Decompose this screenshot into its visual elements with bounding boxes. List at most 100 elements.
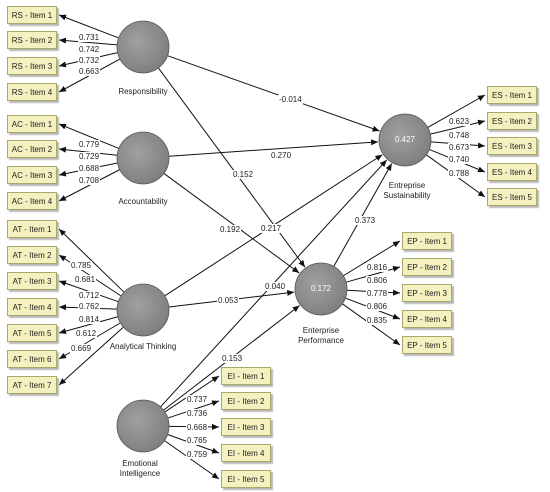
indicator-at-item-6[interactable]: AT - Item 6	[7, 350, 57, 368]
indicator-rs-item-4[interactable]: RS - Item 4	[7, 83, 57, 101]
indicator-es-item-2[interactable]: ES - Item 2	[487, 112, 537, 130]
path-arrow-rs-es	[167, 55, 380, 132]
loading-value-at-2: 0.681	[74, 275, 97, 284]
indicator-at-item-5[interactable]: AT - Item 5	[7, 324, 57, 342]
loading-value-es-5: 0.788	[448, 169, 471, 178]
indicator-es-item-1[interactable]: ES - Item 1	[487, 86, 537, 104]
loading-value-at-1: 0.785	[70, 261, 93, 270]
loading-value-rs-1: 0.731	[78, 33, 101, 42]
loading-arrow-rs-2	[58, 37, 118, 46]
path-arrow-ac-es	[168, 139, 379, 157]
path-coefficient-rs-ep: 0.152	[232, 170, 255, 179]
path-arrow-ac-ep	[163, 173, 300, 274]
construct-label-enterprise-sustainability: Entreprise Sustainability	[383, 181, 431, 200]
construct-label-accountability: Accountability	[118, 197, 168, 206]
construct-enterprise-performance[interactable]	[294, 262, 348, 316]
indicator-ep-item-5[interactable]: EP - Item 5	[402, 336, 452, 354]
indicator-es-item-4[interactable]: ES - Item 4	[487, 163, 537, 181]
indicator-ep-item-4[interactable]: EP - Item 4	[402, 310, 452, 328]
indicator-rs-item-2[interactable]: RS - Item 2	[7, 31, 57, 49]
loading-value-ep-2: 0.806	[366, 276, 389, 285]
path-coefficient-ep-es: 0.373	[354, 216, 377, 225]
indicator-rs-item-1[interactable]: RS - Item 1	[7, 6, 57, 24]
path-coefficient-at-ep: 0.053	[217, 296, 240, 305]
path-arrow-ep-es	[333, 163, 393, 267]
indicator-ei-item-5[interactable]: EI - Item 5	[221, 470, 271, 488]
loading-value-es-1: 0.623	[448, 117, 471, 126]
loading-value-ac-2: 0.729	[78, 152, 101, 161]
loading-value-rs-3: 0.732	[78, 56, 101, 65]
indicator-rs-item-3[interactable]: RS - Item 3	[7, 57, 57, 75]
loading-value-es-2: 0.748	[448, 131, 471, 140]
path-coefficient-rs-es: -0.014	[278, 95, 303, 104]
construct-emotional-intelligence[interactable]	[116, 399, 170, 453]
construct-enterprise-sustainability[interactable]	[378, 113, 432, 167]
indicator-ei-item-3[interactable]: EI - Item 3	[221, 418, 271, 436]
indicator-ac-item-1[interactable]: AC - Item 1	[7, 115, 57, 133]
loading-value-at-7: 0.669	[70, 344, 93, 353]
indicator-ac-item-3[interactable]: AC - Item 3	[7, 166, 57, 184]
r-squared-enterprise-sustainability: 0.427	[394, 135, 416, 144]
loading-value-at-4: 0.762	[78, 302, 101, 311]
path-coefficient-ac-es: 0.270	[270, 151, 293, 160]
loading-arrow-ei-1	[164, 375, 220, 413]
loading-value-ep-5: 0.835	[366, 316, 389, 325]
loading-value-at-3: 0.712	[78, 291, 101, 300]
loading-value-rs-4: 0.663	[78, 67, 101, 76]
construct-responsibility[interactable]	[116, 20, 170, 74]
loading-arrow-ep-1	[343, 240, 401, 277]
path-arrow-rs-ep	[158, 67, 306, 268]
indicator-ei-item-4[interactable]: EI - Item 4	[221, 444, 271, 462]
loading-value-ep-4: 0.806	[366, 302, 389, 311]
indicator-es-item-5[interactable]: ES - Item 5	[487, 188, 537, 206]
loading-value-ep-3: 0.778	[366, 289, 389, 298]
loading-arrow-es-1	[427, 94, 486, 128]
path-coefficient-ei-ep: 0.153	[221, 354, 244, 363]
indicator-ei-item-1[interactable]: EI - Item 1	[221, 367, 271, 385]
indicator-at-item-1[interactable]: AT - Item 1	[7, 220, 57, 238]
construct-analytical-thinking[interactable]	[116, 283, 170, 337]
loading-value-at-6: 0.612	[75, 329, 98, 338]
loading-value-ei-5: 0.759	[186, 450, 209, 459]
loading-arrow-at-7	[58, 326, 124, 386]
construct-nodes	[116, 20, 432, 453]
path-coefficient-ac-ep: 0.192	[219, 225, 242, 234]
construct-label-analytical-thinking: Analytical Thinking	[109, 342, 177, 351]
loading-arrow-ac-1	[58, 123, 120, 149]
loading-value-ac-3: 0.688	[78, 164, 101, 173]
construct-label-emotional-intelligence: Emotional Intelligence	[119, 459, 161, 478]
indicator-ep-item-3[interactable]: EP - Item 3	[402, 284, 452, 302]
loading-value-rs-2: 0.742	[78, 45, 101, 54]
loading-value-ep-1: 0.816	[366, 263, 389, 272]
loading-value-ac-1: 0.779	[78, 140, 101, 149]
indicator-ac-item-4[interactable]: AC - Item 4	[7, 192, 57, 210]
loading-arrow-at-1	[58, 228, 125, 293]
loading-value-ei-1: 0.737	[186, 395, 209, 404]
indicator-at-item-4[interactable]: AT - Item 4	[7, 298, 57, 316]
path-coefficient-ei-es: 0.040	[264, 282, 287, 291]
loading-arrow-ac-4	[58, 169, 120, 202]
loading-arrow-at-6	[58, 322, 121, 360]
loading-arrow-ep-2	[345, 266, 401, 283]
indicator-ep-item-2[interactable]: EP - Item 2	[402, 258, 452, 276]
construct-label-responsibility: Responsibility	[118, 87, 168, 96]
indicator-es-item-3[interactable]: ES - Item 3	[487, 137, 537, 155]
indicator-at-item-2[interactable]: AT - Item 2	[7, 246, 57, 264]
indicator-ei-item-2[interactable]: EI - Item 2	[221, 392, 271, 410]
loading-value-ac-4: 0.708	[78, 176, 101, 185]
indicator-ac-item-2[interactable]: AC - Item 2	[7, 140, 57, 158]
path-coefficient-at-es: 0.217	[260, 224, 283, 233]
loading-arrow-rs-1	[58, 14, 119, 39]
loading-arrow-es-2	[430, 119, 486, 135]
loading-value-es-3: 0.673	[448, 143, 471, 152]
construct-label-enterprise-performance: Enterprise Performance	[298, 326, 344, 345]
loading-arrow-at-5	[58, 316, 119, 335]
indicator-at-item-3[interactable]: AT - Item 3	[7, 272, 57, 290]
r-squared-enterprise-performance: 0.172	[310, 284, 332, 293]
construct-accountability[interactable]	[116, 131, 170, 185]
loading-value-es-4: 0.740	[448, 155, 471, 164]
loading-value-ei-4: 0.765	[186, 436, 209, 445]
indicator-ep-item-1[interactable]: EP - Item 1	[402, 232, 452, 250]
loading-value-ei-3: 0.668	[186, 423, 209, 432]
indicator-at-item-7[interactable]: AT - Item 7	[7, 376, 57, 394]
